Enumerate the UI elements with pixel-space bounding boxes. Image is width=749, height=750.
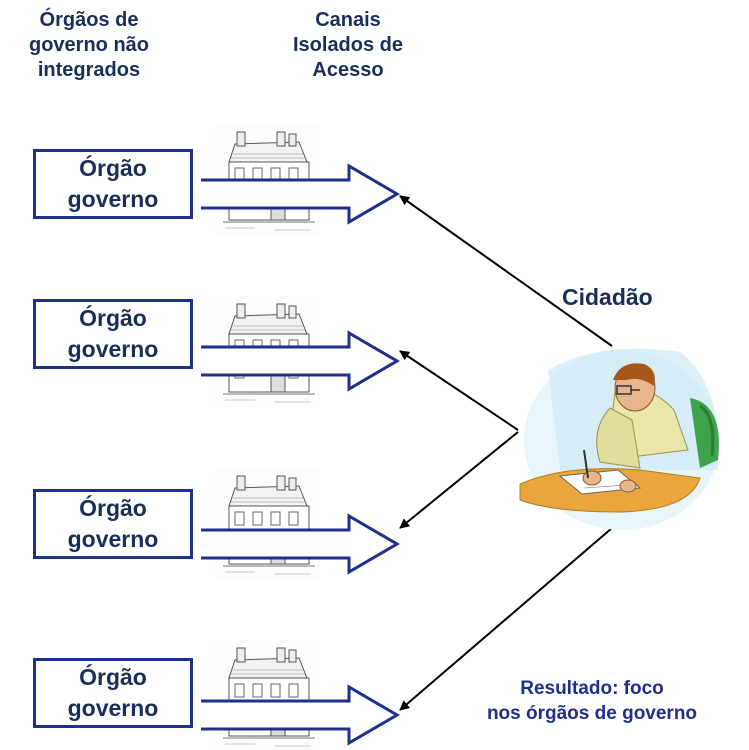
orgao-box-3: Órgão governo <box>33 489 193 559</box>
header-canais: Canais Isolados de Acesso <box>292 9 404 81</box>
connector-line-4 <box>399 527 613 711</box>
connector-line-2 <box>399 350 519 431</box>
orgao-label: Órgão governo <box>67 155 159 212</box>
orgao-box-1: Órgão governo <box>33 149 193 219</box>
connector-line-3 <box>399 431 519 529</box>
citizen-label: Cidadão <box>562 284 653 310</box>
citizen-writing-icon <box>519 348 720 530</box>
result-label: Resultado: foco nos órgãos de governo <box>486 678 698 724</box>
building-icon <box>214 467 321 581</box>
connector-line-1 <box>399 195 613 347</box>
orgao-label: Órgão governo <box>67 664 159 721</box>
building-icon <box>214 639 321 750</box>
buildings <box>214 123 321 750</box>
orgao-label: Órgão governo <box>67 495 159 552</box>
citizen-connectors <box>399 195 613 711</box>
orgao-box-4: Órgão governo <box>33 658 193 728</box>
orgao-box-2: Órgão governo <box>33 299 193 369</box>
header-orgaos: Órgãos de governo não integrados <box>28 9 149 81</box>
orgao-label: Órgão governo <box>67 305 159 362</box>
